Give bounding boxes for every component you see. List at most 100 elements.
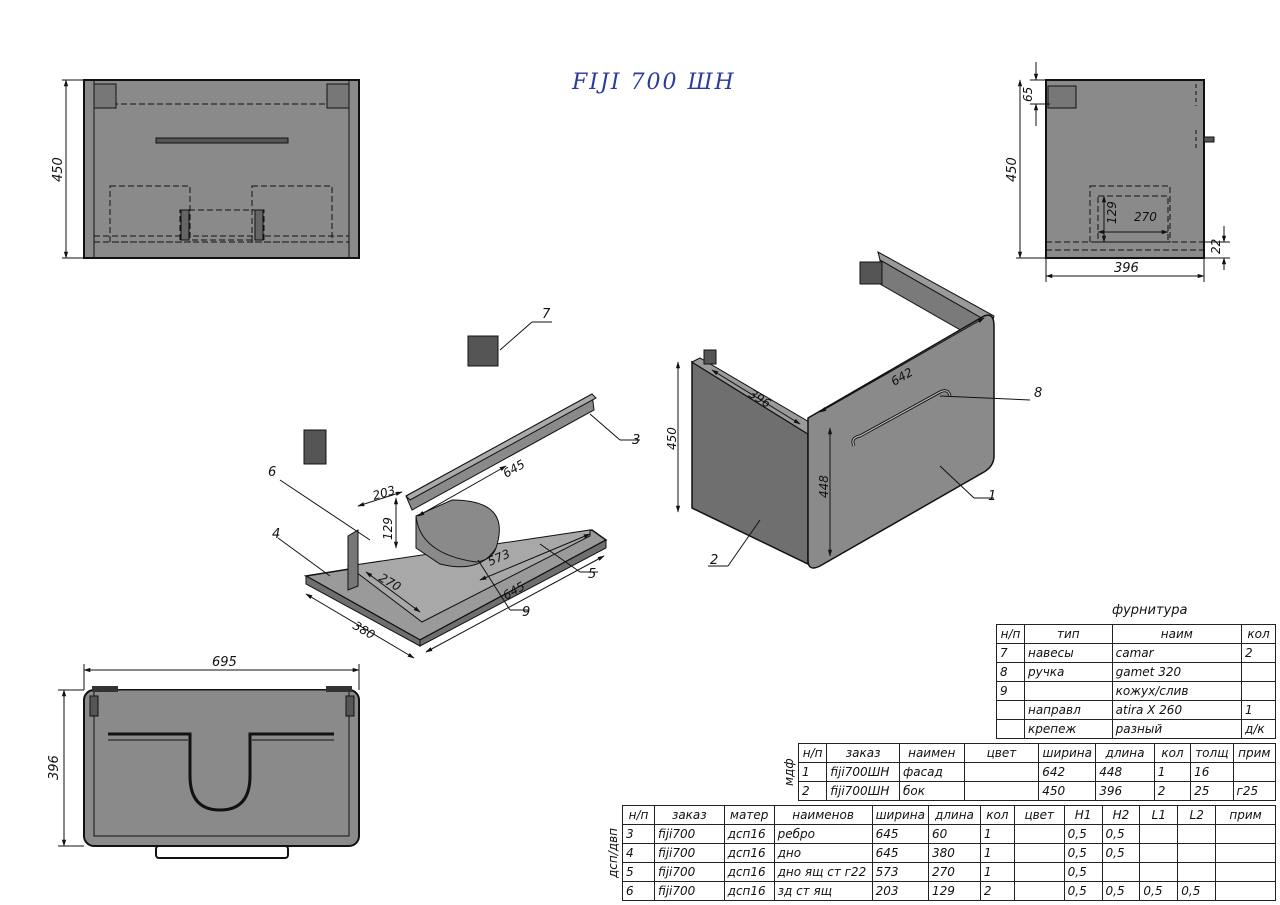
cell: 1 [1153, 762, 1192, 782]
cell: дсп16 [723, 862, 775, 882]
cell: 60 [927, 824, 981, 844]
cell [1139, 824, 1179, 844]
cell: 203 [871, 881, 929, 901]
cell: 645 [871, 824, 929, 844]
hdr: матер [723, 805, 775, 825]
hdr: цвет [1013, 805, 1065, 825]
cell: 9 [996, 681, 1025, 701]
drawing-title: FIJI 700 ШН [571, 70, 736, 95]
dim-front-height: 450 [51, 157, 66, 182]
cell: дсп16 [723, 843, 775, 863]
cell [1215, 824, 1276, 844]
cell [1013, 881, 1065, 901]
callout-3: 3 [632, 433, 640, 448]
cell: 1 [979, 843, 1015, 863]
front-view [62, 79, 360, 259]
cell: крепеж [1023, 719, 1113, 739]
cell: 3 [622, 824, 655, 844]
hdr: ширина [871, 805, 929, 825]
cell [1241, 681, 1276, 701]
hdr: прим [1232, 743, 1277, 763]
hdr-type: тип [1023, 624, 1113, 644]
cell: дно ящ ст г22 [773, 862, 873, 882]
hdr: н/п [797, 743, 828, 763]
cell [996, 700, 1025, 720]
hdr-name: наим [1111, 624, 1243, 644]
callout-7: 7 [542, 307, 551, 322]
cell: 1 [797, 762, 828, 782]
cell: 1 [1241, 700, 1276, 720]
hdr: кол [1153, 743, 1192, 763]
cell: 25 [1190, 781, 1234, 801]
plan-view [58, 664, 360, 859]
mdf-side-label: мдф [782, 758, 796, 786]
cell: 642 [1038, 762, 1097, 782]
cell: fiji700 [653, 881, 725, 901]
cell: г25 [1232, 781, 1277, 801]
cell: дсп16 [723, 881, 775, 901]
cell: 448 [1095, 762, 1155, 782]
hdr: н/п [622, 805, 655, 825]
cell: fiji700 [653, 824, 725, 844]
hdr: прим [1215, 805, 1276, 825]
hdr: кол [979, 805, 1015, 825]
hdr-np: н/п [996, 624, 1025, 644]
hdr: заказ [653, 805, 725, 825]
cell: фасад [898, 762, 965, 782]
cell [1177, 862, 1217, 882]
cell: 1 [979, 862, 1015, 882]
cell: fiji700ШН [826, 781, 900, 801]
cell: camar [1111, 643, 1243, 663]
cell: 0,5 [1063, 862, 1103, 882]
cell [1023, 681, 1113, 701]
cell: 6 [622, 881, 655, 901]
cell [1101, 862, 1141, 882]
cell: 645 [871, 843, 929, 863]
cell: fiji700 [653, 843, 725, 863]
hdr: ширина [1038, 743, 1097, 763]
cell: 2 [1241, 643, 1276, 663]
cell [1013, 862, 1065, 882]
hdr: наимен [898, 743, 965, 763]
cell: д/к [1241, 719, 1276, 739]
cell: навесы [1023, 643, 1113, 663]
dim-drawer-645-top: 645 [501, 457, 528, 481]
cell: 0,5 [1063, 881, 1103, 901]
cell: 2 [1153, 781, 1192, 801]
cell [1139, 862, 1179, 882]
cell: atira X 260 [1111, 700, 1243, 720]
cell [1232, 762, 1277, 782]
hdr: L2 [1177, 805, 1217, 825]
callout-2: 2 [710, 553, 718, 568]
callout-4: 4 [272, 527, 280, 542]
cell: 270 [927, 862, 981, 882]
cell: 1 [979, 824, 1015, 844]
cell: 0,5 [1063, 824, 1103, 844]
cell [963, 762, 1040, 782]
cell: 573 [871, 862, 929, 882]
cell: 2 [979, 881, 1015, 901]
cell: бок [898, 781, 965, 801]
dim-plan-depth: 396 [47, 755, 62, 780]
cell [1177, 824, 1217, 844]
dim-side-270: 270 [1134, 210, 1157, 224]
cell: 450 [1038, 781, 1097, 801]
cell: 0,5 [1101, 843, 1141, 863]
dim-iso-450: 450 [665, 427, 679, 450]
dim-side-height: 450 [1005, 157, 1020, 182]
cell: разный [1111, 719, 1243, 739]
callout-6: 6 [268, 465, 276, 480]
callout-8: 8 [1034, 386, 1042, 401]
cell: направл [1023, 700, 1113, 720]
cell: ребро [773, 824, 873, 844]
